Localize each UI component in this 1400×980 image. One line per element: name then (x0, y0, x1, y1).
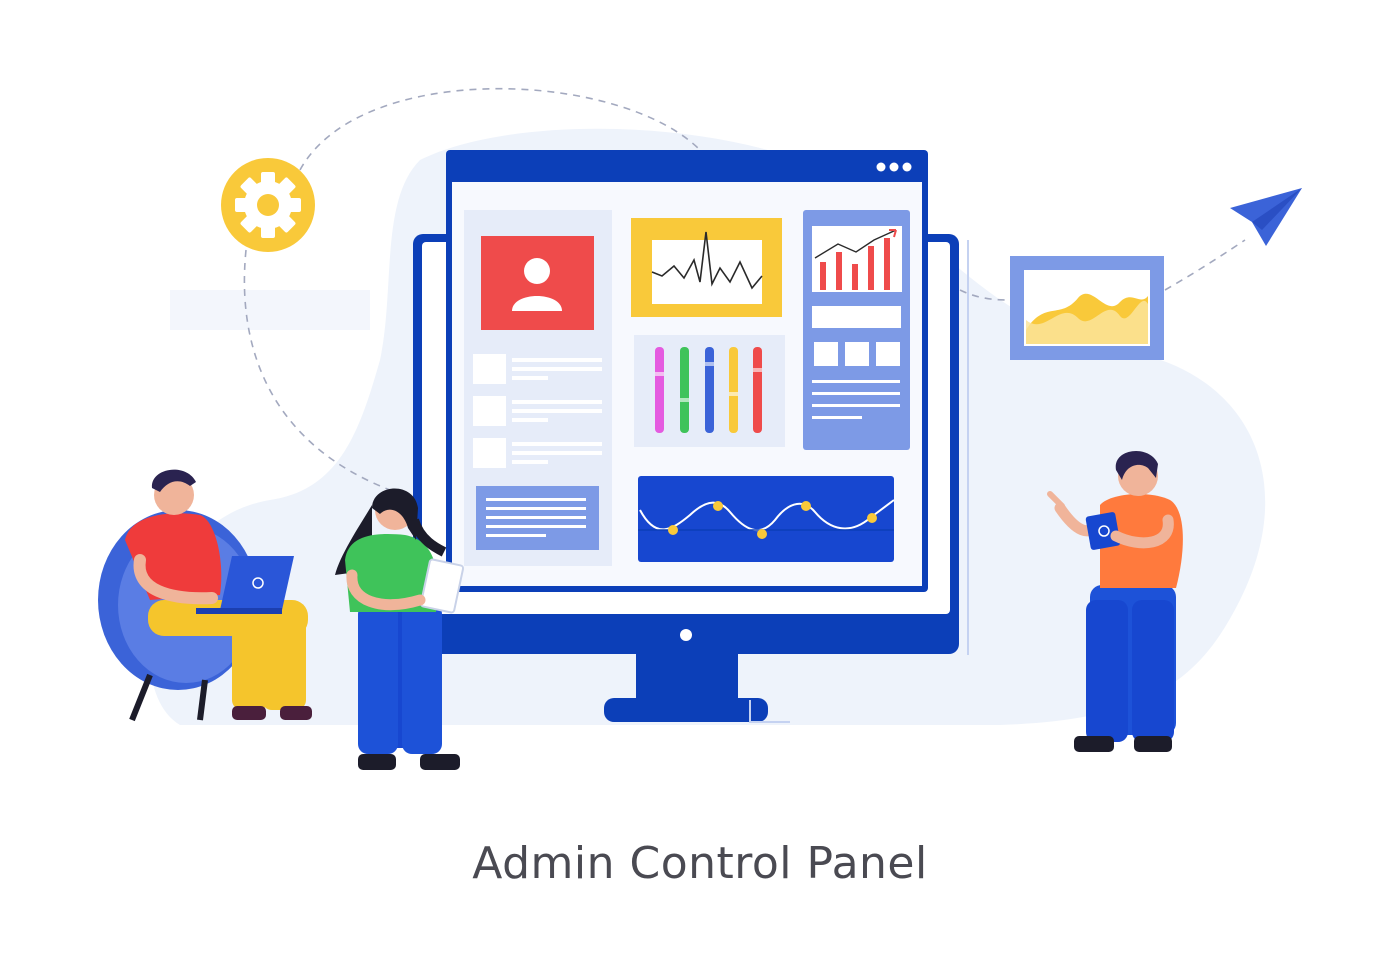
paper-plane-icon (1230, 188, 1302, 246)
tablet-icon (1085, 512, 1121, 550)
standing-woman-with-tablet (335, 488, 465, 770)
page-title: Admin Control Panel (472, 838, 928, 889)
browser-window (446, 150, 928, 592)
bar-levels-card (634, 335, 785, 447)
tablet-icon (419, 558, 465, 614)
floating-area-chart-card (1010, 256, 1164, 360)
list-items (473, 354, 602, 468)
line-chart-card (631, 218, 782, 317)
user-icon (512, 258, 562, 311)
standing-man-pointing (1047, 451, 1183, 752)
window-dots-icon (876, 162, 912, 172)
wave-chart-card (638, 476, 895, 562)
stats-column-card (803, 210, 910, 450)
dashed-connector-lines (243, 87, 1246, 501)
seated-man-with-laptop (98, 469, 312, 722)
gear-icon (221, 158, 315, 252)
laptop-icon (196, 556, 294, 614)
